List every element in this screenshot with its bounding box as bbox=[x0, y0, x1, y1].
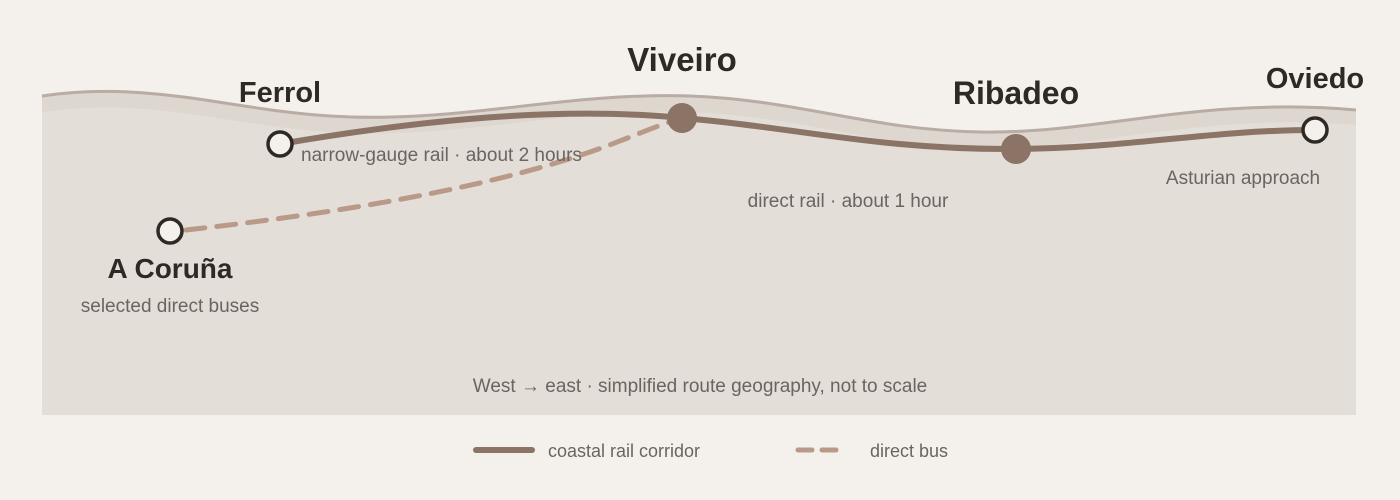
coastline bbox=[41, 89, 1357, 134]
city-label-viveiro: Viveiro bbox=[627, 41, 736, 78]
note-ferrol-viveiro: narrow-gauge rail · about 2 hours bbox=[301, 145, 582, 166]
city-label-a-coruna: A Coruña bbox=[108, 253, 233, 284]
legend-rail-label: coastal rail corridor bbox=[548, 441, 700, 461]
coast-band bbox=[42, 91, 1356, 149]
stop-oviedo bbox=[1301, 116, 1329, 144]
stop-viveiro bbox=[667, 103, 697, 133]
note-viveiro-ribadeo: direct rail · about 1 hour bbox=[748, 191, 949, 212]
stop-ribadeo bbox=[1001, 134, 1031, 164]
note-a-coruna: selected direct buses bbox=[81, 296, 260, 317]
map-footer-note: West → east · simplified route geography… bbox=[473, 376, 927, 397]
city-label-oviedo: Oviedo bbox=[1266, 63, 1364, 95]
bus-line bbox=[183, 115, 685, 233]
legend: coastal rail corridor direct bus bbox=[473, 441, 948, 461]
stop-ferrol bbox=[266, 130, 294, 158]
note-oviedo: Asturian approach bbox=[1166, 168, 1320, 189]
legend-bus-label: direct bus bbox=[870, 441, 948, 461]
stop-a-coruna bbox=[156, 217, 184, 245]
city-label-ferrol: Ferrol bbox=[239, 77, 321, 109]
city-label-ribadeo: Ribadeo bbox=[953, 75, 1079, 111]
rail-line bbox=[277, 110, 1318, 153]
land-area bbox=[42, 91, 1356, 415]
